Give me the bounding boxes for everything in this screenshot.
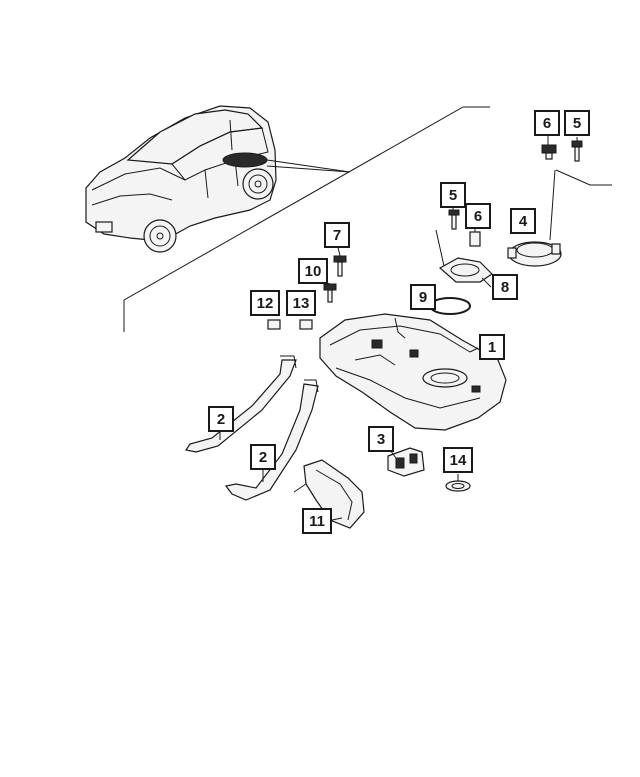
callout-6-top: 6 (534, 110, 560, 136)
callout-10: 10 (298, 258, 328, 284)
tank-location-highlight (222, 152, 268, 168)
fuel-tank-strap-lower (224, 379, 319, 501)
inset-frame-lines (123, 106, 612, 332)
nut-12 (267, 319, 281, 330)
bolt-center (448, 209, 460, 230)
grommet (445, 480, 471, 492)
callout-7: 7 (324, 222, 350, 248)
callout-5-top: 5 (564, 110, 590, 136)
callout-3: 3 (368, 426, 394, 452)
front-wheel (143, 219, 177, 253)
vehicle-illustration (85, 105, 351, 253)
callout-2-upper: 2 (208, 406, 234, 432)
lock-ring (435, 229, 493, 283)
bracket (387, 447, 425, 477)
bolt-7 (333, 255, 347, 277)
rear-wheel (242, 168, 274, 200)
nut-top-right (541, 144, 557, 160)
callout-14: 14 (443, 447, 473, 473)
fuel-tank (319, 313, 507, 431)
callout-6-center: 6 (465, 203, 491, 229)
fuel-tank-strap-upper (185, 355, 297, 453)
callout-2-lower: 2 (250, 444, 276, 470)
nut-13 (299, 319, 313, 330)
callout-13: 13 (286, 290, 316, 316)
callout-1: 1 (479, 334, 505, 360)
bolt-10 (323, 283, 337, 303)
heat-shield (293, 459, 365, 529)
callout-5-center: 5 (440, 182, 466, 208)
callout-11: 11 (302, 508, 332, 534)
callout-9: 9 (410, 284, 436, 310)
callout-4: 4 (510, 208, 536, 234)
bolt-top-right (571, 140, 583, 162)
leader-lines (219, 136, 578, 521)
fuel-pump-cover (507, 241, 562, 267)
callout-8: 8 (492, 274, 518, 300)
callout-12: 12 (250, 290, 280, 316)
nut-center (469, 231, 481, 247)
